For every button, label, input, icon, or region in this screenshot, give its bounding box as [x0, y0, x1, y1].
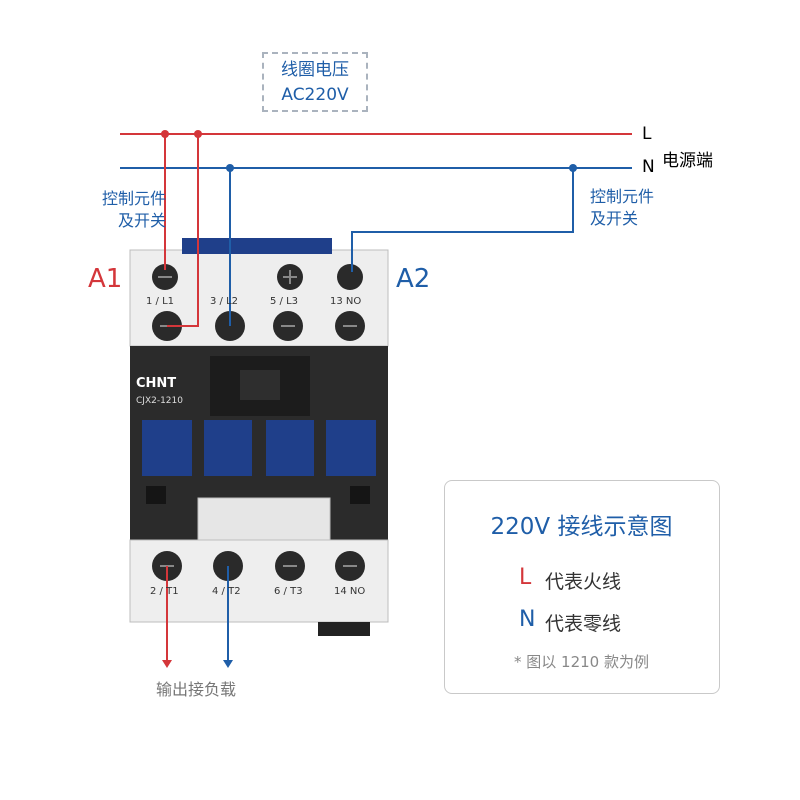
control-left-line2: 及开关 [117, 211, 166, 230]
blue-block-4 [326, 420, 376, 476]
neutral-wires [227, 168, 574, 662]
neutral-letter: N [642, 157, 655, 177]
control-left-line1: 控制元件 [101, 189, 166, 208]
legend-n-letter: N [519, 607, 536, 632]
legend-note: * 图以 1210 款为例 [514, 653, 649, 671]
terminal-14-label: 14 NO [334, 586, 366, 597]
legend-l-letter: L [519, 565, 532, 590]
control-left-label: 控制元件 及开关 [74, 188, 166, 232]
model-label: CJX2-1210 [136, 396, 183, 406]
callout-line2: AC220V [281, 85, 349, 105]
legend-box: 220V 接线示意图 L 代表火线 N 代表零线 * 图以 1210 款为例 [444, 480, 720, 694]
control-right-line1: 控制元件 [590, 187, 655, 206]
brand-logo: CHNT [136, 376, 177, 391]
terminal-5-label: 5 / L3 [270, 296, 299, 307]
control-right-line2: 及开关 [590, 209, 639, 228]
control-right-label: 控制元件 及开关 [590, 186, 654, 230]
blue-block-1 [142, 420, 192, 476]
terminal-4-label: 4 / T2 [212, 586, 241, 597]
terminal-3-label: 3 / L2 [210, 296, 239, 307]
legend-l-text: 代表火线 [545, 571, 622, 593]
terminal-1-label: 1 / L1 [146, 296, 175, 307]
a2-label: A2 [396, 264, 431, 294]
terminal-13-label: 13 NO [330, 296, 362, 307]
output-label: 输出接负载 [156, 680, 237, 699]
callout-line1: 线圈电压 [281, 60, 349, 80]
blue-block-3 [266, 420, 314, 476]
power-label: 电源端 [662, 151, 713, 171]
legend-title: 220V 接线示意图 [490, 514, 673, 540]
blue-block-2 [204, 420, 252, 476]
a1-label: A1 [88, 264, 123, 294]
contactor [129, 238, 389, 636]
legend-n-text: 代表零线 [545, 613, 622, 635]
live-wires [164, 134, 199, 662]
coil-voltage-callout: 线圈电压 AC220V [262, 52, 368, 112]
terminal-6-label: 6 / T3 [274, 586, 303, 597]
live-letter: L [642, 124, 652, 144]
terminal-2-label: 2 / T1 [150, 586, 179, 597]
